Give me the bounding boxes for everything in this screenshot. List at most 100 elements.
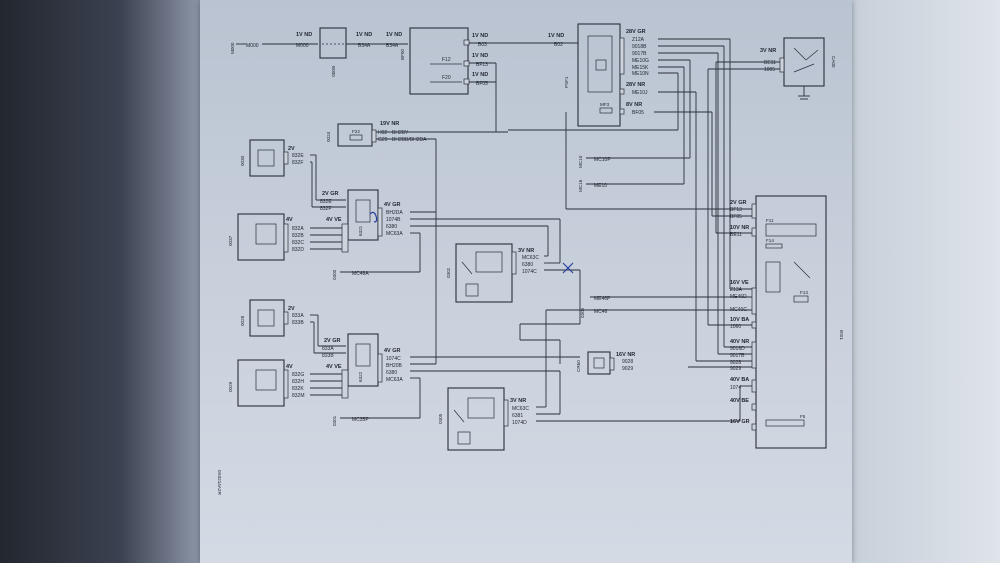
svg-text:0300: 0300 (332, 269, 337, 280)
svg-text:10V NR: 10V NR (730, 225, 749, 231)
svg-text:832F: 832F (320, 206, 331, 212)
svg-text:F14: F14 (766, 238, 774, 243)
svg-text:1V ND: 1V ND (472, 72, 488, 78)
svg-text:BF05: BF05 (632, 110, 644, 116)
svg-text:BF13: BF13 (730, 207, 742, 213)
m000-component: M000 M000 1V ND M000 (230, 32, 318, 54)
svg-text:BF05: BF05 (730, 214, 742, 220)
svg-text:BH2BB/BH2DA: BH2BB/BH2DA (392, 137, 427, 143)
photo-background-right (850, 0, 1000, 563)
svg-text:1060: 1060 (730, 324, 741, 330)
heater-w23: 0030 2V 832E 832F (240, 139, 317, 207)
connector-6322: 2V GR 833A 833B 6322 4V GR 1074C BH20B 6… (314, 208, 580, 418)
svg-text:1074C: 1074C (386, 356, 401, 362)
svg-text:MC46A: MC46A (352, 271, 369, 277)
svg-text:ME10G: ME10G (632, 58, 649, 64)
svg-text:2V GR: 2V GR (324, 338, 341, 344)
svg-text:ME15K: ME15K (632, 65, 649, 71)
svg-text:F5: F5 (800, 414, 806, 419)
photo-background-left (0, 0, 200, 563)
svg-text:MC63C: MC63C (512, 406, 529, 412)
svg-text:40V BA: 40V BA (730, 377, 749, 383)
svg-text:1V ND: 1V ND (548, 33, 564, 39)
svg-text:9028: 9028 (622, 359, 633, 365)
b000-connector: B000 1V ND B34A 1V ND B34A (319, 27, 408, 77)
svg-text:H02: H02 (378, 130, 387, 136)
svg-text:3V NR: 3V NR (760, 48, 776, 54)
svg-text:4V: 4V (286, 364, 293, 370)
svg-text:0024: 0024 (326, 131, 331, 142)
svg-text:833A: 833A (322, 346, 334, 352)
svg-text:6380: 6380 (386, 224, 397, 230)
svg-text:28V GR: 28V GR (626, 29, 646, 35)
svg-text:CA00: CA00 (831, 56, 836, 68)
svg-text:B03: B03 (478, 42, 487, 48)
svg-text:6322: 6322 (358, 371, 363, 382)
svg-text:ME10N: ME10N (632, 71, 649, 77)
svg-text:832E: 832E (320, 199, 332, 205)
svg-text:0037: 0037 (228, 235, 233, 246)
wiring-diagram-sheet (200, 0, 852, 563)
svg-text:B000: B000 (331, 66, 336, 77)
svg-text:BF13: BF13 (476, 62, 488, 68)
svg-text:MC46: MC46 (594, 309, 608, 315)
svg-text:MC63A: MC63A (386, 231, 403, 237)
svg-text:16V GR: 16V GR (730, 419, 750, 425)
svg-text:MC63C: MC63C (522, 255, 539, 261)
svg-text:4V VE: 4V VE (326, 217, 342, 223)
svg-text:2V: 2V (288, 146, 295, 152)
svg-text:0029: 0029 (228, 381, 233, 392)
svg-text:ME46D: ME46D (730, 294, 747, 300)
svg-text:832M: 832M (292, 393, 305, 399)
svg-text:6381: 6381 (512, 413, 523, 419)
svg-text:832E: 832E (292, 153, 304, 159)
svg-text:832K: 832K (292, 386, 304, 392)
svg-text:MC40C: MC40C (730, 307, 747, 313)
svg-text:B34A: B34A (386, 43, 399, 49)
svg-text:BF00: BF00 (400, 49, 405, 60)
svg-text:28V NR: 28V NR (626, 82, 645, 88)
svg-text:9018B: 9018B (632, 44, 647, 50)
svg-text:832F: 832F (292, 160, 303, 166)
heater-w27: 0028 2V 833A 833B (240, 299, 319, 353)
svg-text:9017B: 9017B (632, 51, 647, 57)
svg-text:2V GR: 2V GR (730, 200, 747, 206)
mc35p-ground: 0301 MC35P (332, 415, 420, 426)
ca00-switch: CA00 3V NR BE11 1005 (707, 37, 836, 325)
svg-text:4V GR: 4V GR (384, 202, 401, 208)
svg-text:ME46P: ME46P (594, 296, 611, 302)
cr60-connector: CR60 16V NR 9028 9029 (576, 351, 635, 375)
pen-cross-mark (562, 262, 574, 274)
heater-w24: 0037 4V 4V VE 832A 832B 832C 832D (228, 213, 349, 261)
svg-text:MC16: MC16 (578, 179, 583, 192)
svg-text:832B: 832B (292, 233, 304, 239)
svg-text:CR60: CR60 (576, 360, 581, 372)
svg-text:19V NR: 19V NR (380, 121, 399, 127)
h02-connector: 0024 F22 19V NR H02 G29 BH2BY BH2BB/BH2D… (326, 63, 508, 208)
svg-text:40V NR: 40V NR (730, 339, 749, 345)
svg-text:Z12A: Z12A (632, 37, 645, 43)
svg-text:4V VE: 4V VE (326, 364, 342, 370)
svg-text:0301: 0301 (332, 415, 337, 426)
svg-text:833A: 833A (292, 313, 304, 319)
svg-text:1074C: 1074C (522, 269, 537, 275)
svg-text:0302: 0302 (446, 267, 451, 278)
svg-text:1V ND: 1V ND (472, 33, 488, 39)
mc46a-ground: 0300 MC46A (332, 269, 420, 280)
svg-text:9029: 9029 (730, 366, 741, 372)
svg-text:BF05: BF05 (476, 81, 488, 87)
svg-text:1074B: 1074B (386, 217, 401, 223)
drawing-ref: 0X0214A2R (217, 470, 222, 495)
svg-text:B34A: B34A (358, 43, 371, 49)
psf1-module: 1V ND B02 MF3 PSF1 28V GR Z12A 9018B 901… (540, 23, 730, 127)
svg-text:F11: F11 (766, 218, 774, 223)
svg-text:832H: 832H (292, 379, 304, 385)
svg-text:MF3: MF3 (600, 102, 610, 107)
svg-text:1005: 1005 (764, 67, 775, 73)
mc10-wires: MC10 MC10P MC16 ME10 (508, 60, 691, 192)
svg-text:BH2BY: BH2BY (392, 130, 409, 136)
svg-text:833B: 833B (292, 320, 304, 326)
svg-text:832D: 832D (292, 247, 304, 253)
svg-text:6321: 6321 (358, 225, 363, 236)
svg-text:MC63A: MC63A (386, 377, 403, 383)
